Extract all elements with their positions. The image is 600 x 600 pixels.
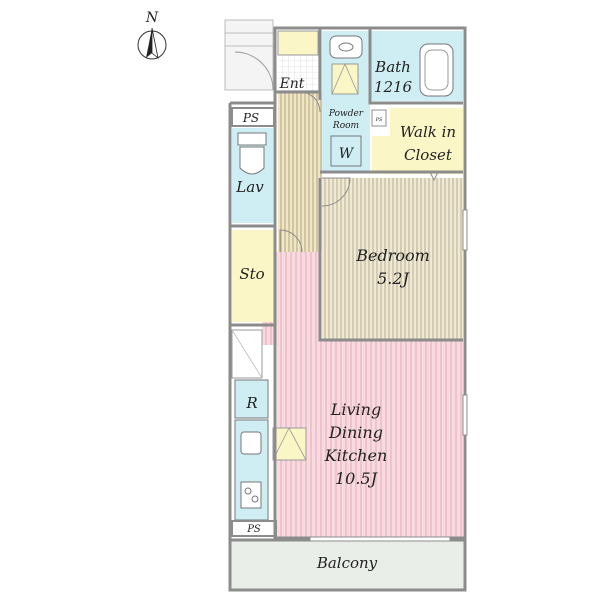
hallway-floor <box>278 92 322 252</box>
sink-icon <box>240 431 262 455</box>
bedroom-label-2: 5.2J <box>377 269 410 288</box>
washer-space <box>330 135 362 167</box>
ldk-label-3: Kitchen <box>324 446 388 465</box>
north-arrow-icon <box>137 27 167 60</box>
doors <box>279 91 439 253</box>
ps-small-label: PS <box>375 117 383 123</box>
storage-label: Sto <box>239 265 264 283</box>
balcony-area <box>228 538 467 592</box>
bathtub-icon <box>419 43 454 97</box>
ldk-label-4: 10.5J <box>335 469 379 488</box>
bath-label-1: Bath <box>374 58 411 76</box>
bedroom-floor <box>322 178 463 340</box>
exterior-steps <box>224 19 274 91</box>
washer-label: W <box>339 146 355 162</box>
walls <box>228 26 467 540</box>
walk-in-closet-label-1: Walk in <box>400 123 456 141</box>
walk-in-closet-label-2: Closet <box>404 146 453 164</box>
balcony-label: Balcony <box>316 554 378 572</box>
windows <box>309 209 468 542</box>
ps-small-box <box>371 109 387 127</box>
compass: N <box>137 10 167 60</box>
entrance-floor <box>278 55 322 92</box>
ps-bottom-label: PS <box>246 524 261 535</box>
storage-area <box>232 230 274 322</box>
bedroom-label-1: Bedroom <box>355 246 430 265</box>
ldk-label-1: Living <box>330 400 381 419</box>
shoe-cabinet <box>277 30 319 56</box>
bath-label-2: 1216 <box>374 78 413 96</box>
refrigerator-space <box>234 379 269 419</box>
lavatory-label: Lav <box>235 178 264 196</box>
compass-label: N <box>145 10 159 26</box>
stove-icon <box>240 481 262 509</box>
refrigerator-label: R <box>245 394 257 412</box>
wash-basin-icon <box>329 35 363 59</box>
toilet-icon <box>239 146 265 175</box>
ps-top-label: PS <box>242 111 259 125</box>
entrance-label: Ent <box>279 76 305 92</box>
ldk-label-2: Dining <box>328 423 383 442</box>
powder-room-label-1: Powder <box>328 109 364 119</box>
walk-in-closet-area <box>372 108 463 174</box>
powder-room-label-2: Room <box>332 121 359 131</box>
